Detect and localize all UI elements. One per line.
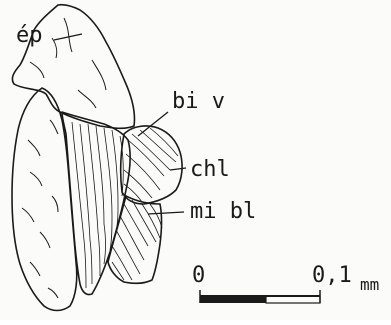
leader-chl: [170, 168, 186, 170]
leader-mi-bl: [148, 212, 184, 214]
label-bi-v: bi v: [172, 89, 225, 114]
white-mica-grain: [108, 196, 162, 283]
scale-bar-unit: mm: [360, 275, 379, 294]
scale-bar-start-label: 0: [192, 263, 205, 288]
biotite-grain: [62, 112, 130, 295]
scale-bar: 0 0,1 mm: [192, 263, 379, 303]
leader-ep: [54, 34, 82, 40]
leader-bi-v: [138, 112, 168, 136]
label-chl: chl: [190, 157, 230, 182]
leader-lines: [54, 34, 186, 214]
scale-bar-filled-segment: [200, 296, 266, 303]
label-ep: ép: [16, 23, 43, 48]
scale-bar-open-segment: [266, 296, 320, 303]
left-grain: [12, 88, 77, 311]
scale-bar-end-label: 0,1: [312, 263, 352, 288]
label-mi-bl: mi bl: [190, 199, 256, 224]
